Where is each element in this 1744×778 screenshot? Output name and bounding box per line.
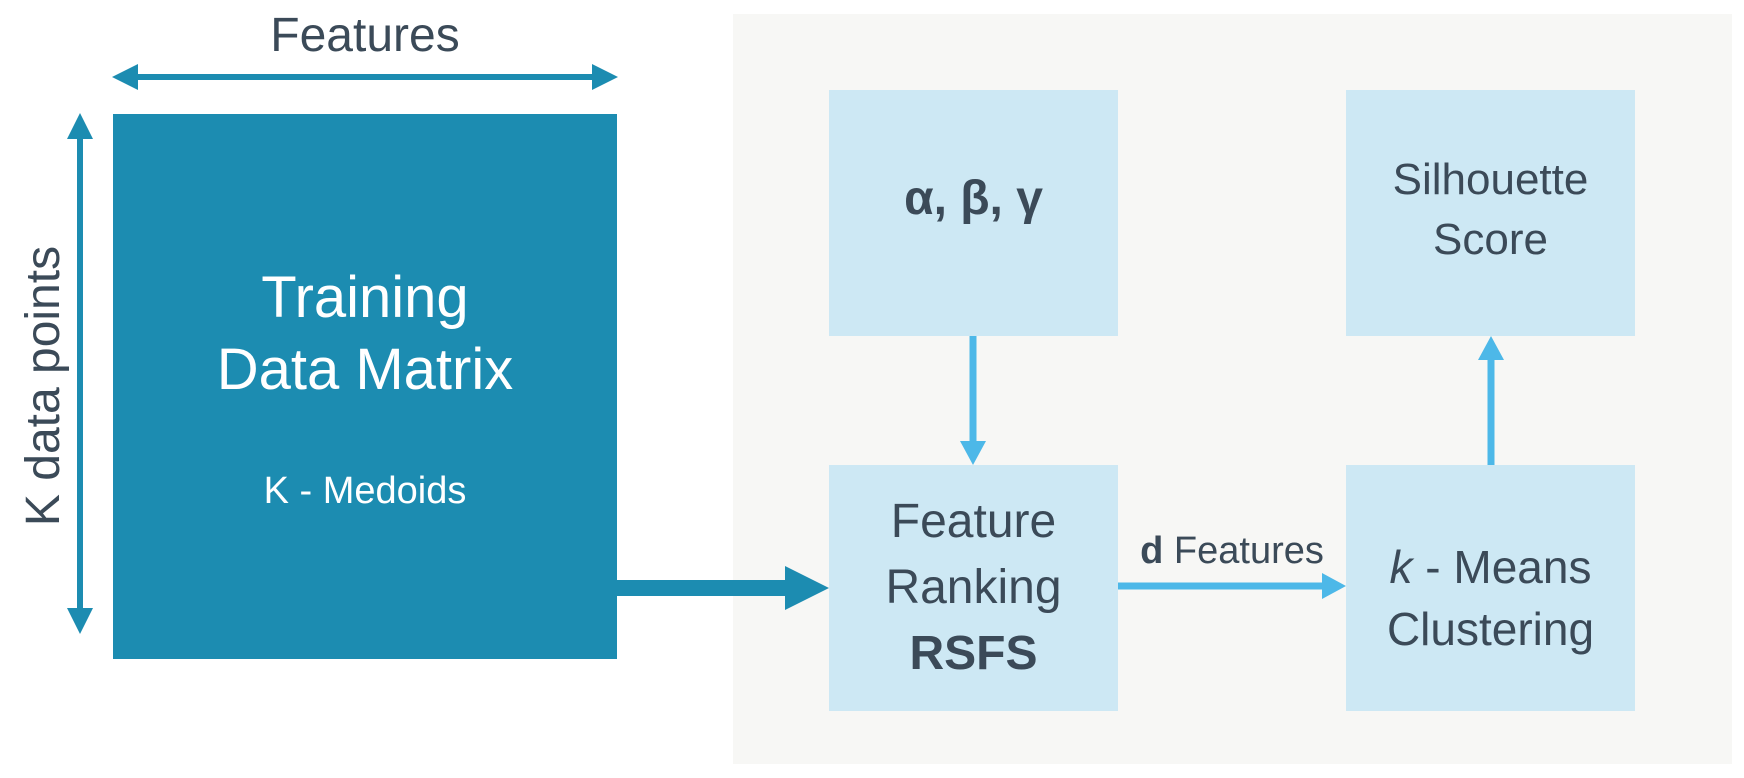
- matrix-title-line2: Data Matrix: [216, 337, 514, 402]
- matrix-to-ranking-arrow: [617, 566, 829, 610]
- ranking-method: RSFS: [909, 627, 1038, 680]
- matrix-title-line1: Training: [261, 265, 469, 330]
- kmeans-line1-rest: - Means: [1412, 541, 1592, 593]
- silhouette-line2: Score: [1433, 215, 1548, 264]
- features-double-arrow: [112, 64, 618, 90]
- silhouette-line1: Silhouette: [1392, 155, 1589, 204]
- d-features-label: d Features: [1118, 525, 1346, 577]
- k-data-points-axis-label: K data points: [17, 245, 70, 527]
- matrix-subtitle: K - Medoids: [263, 470, 467, 512]
- silhouette-score-box: Silhouette Score: [1346, 90, 1635, 336]
- params-to-ranking-arrow: [960, 336, 986, 465]
- kmeans-clustering-box: k - Means Clustering: [1346, 465, 1635, 711]
- kmeans-text: k - Means Clustering: [1387, 536, 1594, 660]
- parameters-box: α, β, γ: [829, 90, 1118, 336]
- kmeans-line1: k - Means: [1387, 536, 1594, 598]
- matrix-title: Training Data Matrix: [113, 262, 617, 406]
- features-axis-label: Features: [270, 9, 460, 62]
- ranking-to-kmeans-arrow: [1118, 573, 1346, 599]
- k-data-points-double-arrow: [67, 113, 93, 634]
- parameters-text: α, β, γ: [904, 171, 1043, 225]
- training-data-matrix: [113, 114, 617, 659]
- kmeans-to-silhouette-arrow: [1478, 336, 1504, 465]
- ranking-line2: Ranking: [885, 561, 1062, 614]
- ranking-line1: Feature: [890, 495, 1057, 548]
- d-symbol: d: [1140, 530, 1164, 572]
- kmeans-line2: Clustering: [1386, 603, 1595, 655]
- silhouette-text: Silhouette Score: [1393, 150, 1589, 270]
- d-features-text: Features: [1163, 530, 1324, 572]
- feature-ranking-box: Feature Ranking RSFS: [829, 465, 1118, 711]
- k-symbol: k: [1389, 541, 1413, 593]
